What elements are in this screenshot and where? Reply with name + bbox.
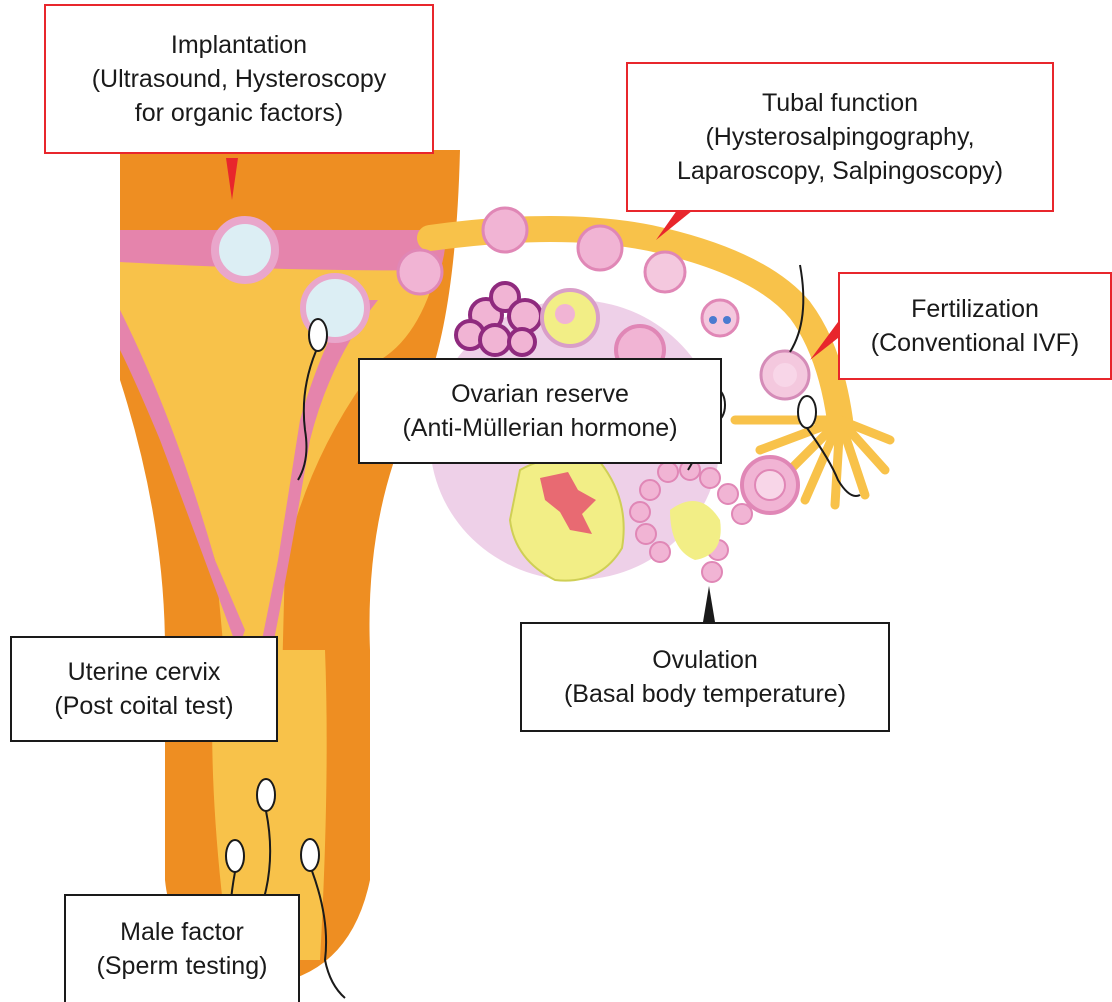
male-factor-title: Male factor bbox=[120, 915, 244, 949]
male-factor-method: (Sperm testing) bbox=[97, 949, 268, 983]
ovarian-reserve-label: Ovarian reserve (Anti-Müllerian hormone) bbox=[358, 358, 722, 464]
ovulation-label: Ovulation (Basal body temperature) bbox=[520, 622, 890, 732]
male-factor-label: Male factor (Sperm testing) bbox=[64, 894, 300, 1002]
implantation-title: Implantation bbox=[171, 28, 307, 62]
tubal-function-method-line2: Laparoscopy, Salpingoscopy) bbox=[677, 154, 1003, 188]
primordial-follicles bbox=[456, 283, 541, 355]
uterine-cervix-label: Uterine cervix (Post coital test) bbox=[10, 636, 278, 742]
implantation-method-line2: for organic factors) bbox=[135, 96, 343, 130]
ovarian-reserve-method: (Anti-Müllerian hormone) bbox=[402, 411, 677, 445]
ovulation-method: (Basal body temperature) bbox=[564, 677, 846, 711]
tubal-function-title: Tubal function bbox=[762, 86, 918, 120]
implantation-label: Implantation (Ultrasound, Hysteroscopy f… bbox=[44, 4, 434, 154]
ovarian-reserve-title: Ovarian reserve bbox=[451, 377, 629, 411]
ovulation-pointer bbox=[703, 586, 715, 622]
uterine-cervix-title: Uterine cervix bbox=[68, 655, 221, 689]
implantation-method-line1: (Ultrasound, Hysteroscopy bbox=[92, 62, 387, 96]
tubal-function-method-line1: (Hysterosalpingography, bbox=[705, 120, 974, 154]
tubal-function-label: Tubal function (Hysterosalpingography, L… bbox=[626, 62, 1054, 212]
fertilization-label: Fertilization (Conventional IVF) bbox=[838, 272, 1112, 380]
ovulation-title: Ovulation bbox=[652, 643, 758, 677]
uterine-cervix-method: (Post coital test) bbox=[54, 689, 233, 723]
ovulated-egg bbox=[670, 501, 721, 560]
fertilization-method: (Conventional IVF) bbox=[871, 326, 1079, 360]
fertilization-title: Fertilization bbox=[911, 292, 1039, 326]
